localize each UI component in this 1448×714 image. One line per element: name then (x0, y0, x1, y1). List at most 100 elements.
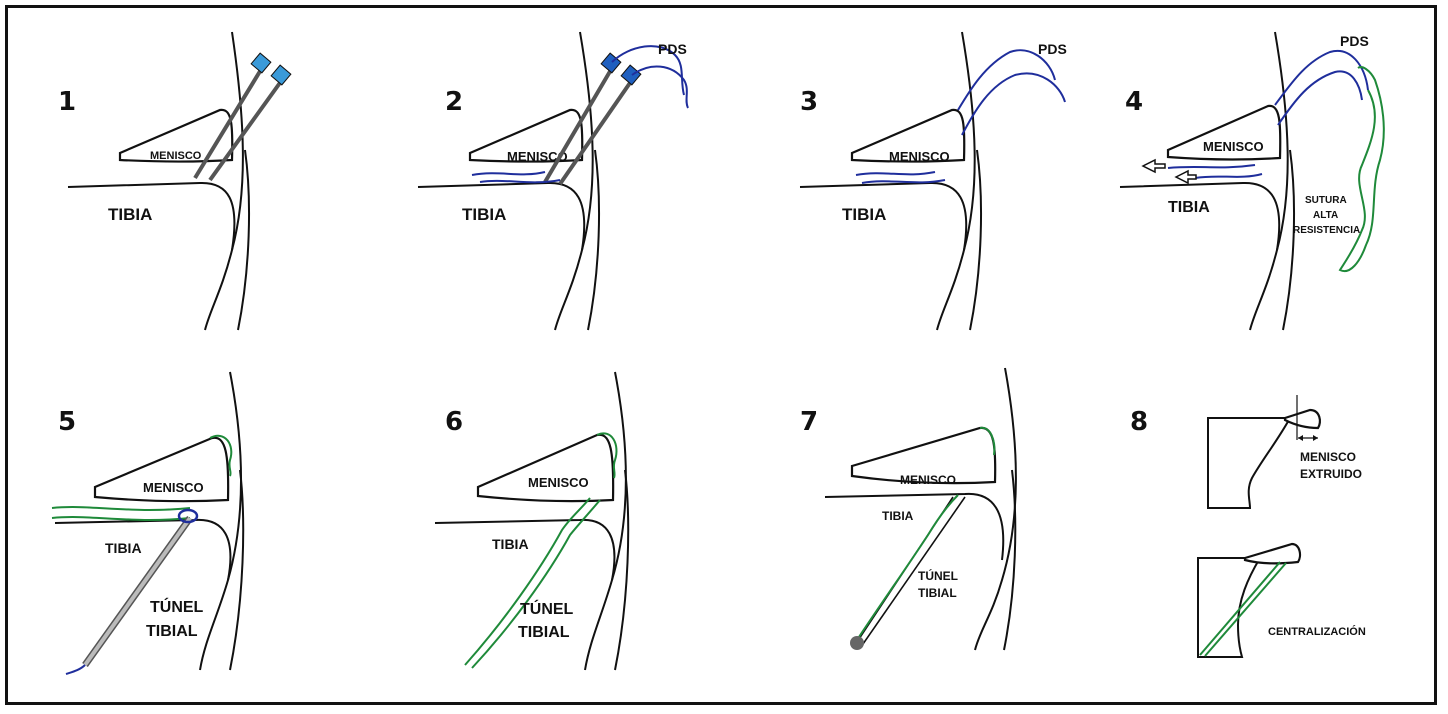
panel-3-meniscus (850, 108, 966, 163)
panel-4-pds-label: PDS (1340, 33, 1369, 49)
panel-2-needle-b (558, 78, 634, 186)
panel-1-needle-tip-b (270, 64, 292, 86)
panel-3-tibia-label: TIBIA (842, 205, 886, 224)
panel-5-femur-outline (199, 371, 242, 671)
panel-3-femur-inner (969, 149, 983, 331)
panel-7-green-suture (856, 494, 959, 641)
panel-6-femur-inner (614, 469, 630, 671)
panel-1-femur-outline (204, 31, 244, 331)
panel-4-pds-suture-c (1167, 164, 1256, 169)
panel-1-needle-a (193, 66, 264, 180)
panel-4-pds-suture-a (1274, 49, 1369, 106)
panel-7-tibia-label: TIBIA (882, 509, 914, 523)
panel-7-femur-outline (974, 367, 1017, 651)
panel-3-pds-label: PDS (1038, 41, 1067, 57)
panel-4-sutura-label-3: RESISTENCIA (1293, 225, 1360, 236)
panel-1-tibia-label: TIBIA (108, 205, 152, 224)
panel-4-number: 4 (1125, 87, 1143, 117)
panel-5-number: 5 (58, 407, 76, 437)
panel-7-tunnel-edge-b (862, 496, 966, 645)
panel-7-green-loop (979, 426, 996, 456)
panel-4-tibia-label: TIBIA (1168, 199, 1210, 216)
panel-8-centralized-meniscus (1243, 542, 1302, 565)
panel-8: 8 MENISCO EXTRUIDO CENTRALIZACIÓN (1130, 395, 1366, 658)
panel-5-green-suture-a (51, 506, 191, 511)
panel-5-femur-inner (229, 469, 245, 671)
panel-6-tunel-label-2: TIBIAL (518, 624, 570, 641)
panel-8-extruded-bone (1207, 417, 1292, 509)
panel-3-pds-suture-a (957, 49, 1056, 111)
panel-5-pds-tail (65, 664, 86, 675)
panel-1-meniscus (118, 108, 234, 163)
panel-4-tibia-plateau (1119, 181, 1281, 251)
panel-3-tibia-plateau (799, 181, 968, 251)
panel-5-tibia-label: TIBIA (105, 540, 142, 556)
panel-2-menisco-label: MENISCO (507, 149, 568, 164)
panel-2-pds-suture-c (471, 171, 546, 176)
panel-2-tibia-plateau (417, 181, 586, 251)
panel-4-sutura-label-1: SUTURA (1305, 195, 1347, 206)
panel-7-tibia-plateau (824, 492, 1005, 561)
panel-2-femur-inner (587, 149, 601, 331)
panel-2-femur-outline (554, 31, 594, 331)
panel-1-tibia-plateau (67, 181, 236, 251)
panel-8-centralized-bone (1197, 557, 1262, 658)
panel-2-needle-tip-b (620, 64, 642, 86)
panel-1-number: 1 (58, 87, 76, 117)
panel-6-femur-outline (584, 371, 627, 671)
panel-4: 4 MENISCO TIBIA SUTURA ALTA RESISTENCIA … (1119, 31, 1385, 331)
panel-5-tibial-tunnel-inner (83, 516, 192, 667)
panel-4-sutura-label-2: ALTA (1313, 210, 1338, 221)
panel-6-green-loop (596, 432, 618, 479)
panel-2-pds-label: PDS (658, 41, 687, 57)
panel-2-tibia-label: TIBIA (462, 205, 506, 224)
panel-7-femur-inner (1003, 469, 1017, 651)
panel-1-needle-tip-a (250, 52, 272, 74)
panel-7-tunel-label-1: TÚNEL (918, 568, 958, 583)
panel-5-tunel-label-1: TÚNEL (150, 597, 204, 616)
panel-6-tibia-plateau (434, 518, 616, 581)
panel-5-green-loop (209, 434, 233, 477)
panel-8-green-suture-b (1204, 562, 1287, 657)
panel-8-extrusion-arrowheads-icon (1298, 435, 1318, 441)
panel-4-high-resistance-suture (1338, 66, 1385, 273)
panel-7-tunel-label-2: TIBIAL (918, 586, 957, 600)
panel-3-menisco-label: MENISCO (889, 149, 950, 164)
panel-6-meniscus (476, 433, 615, 503)
panel-3-pds-suture-c (855, 171, 936, 176)
panel-1-femur-inner (237, 149, 251, 331)
panel-3: 3 MENISCO TIBIA PDS (799, 31, 1067, 331)
panel-3-femur-outline (936, 31, 976, 331)
panel-4-arrow-left-icon (1141, 158, 1166, 174)
panel-8-centralizacion-label: CENTRALIZACIÓN (1268, 625, 1366, 638)
panel-2-needle-a (543, 66, 614, 184)
panel-4-menisco-label: MENISCO (1203, 139, 1264, 154)
panel-4-meniscus (1166, 104, 1282, 161)
panel-2-meniscus (468, 108, 584, 163)
panel-5-menisco-label: MENISCO (143, 480, 204, 495)
panel-8-number: 8 (1130, 407, 1148, 437)
panel-4-femur-outline (1249, 31, 1289, 331)
panel-6-green-suture-b (471, 499, 601, 669)
panel-6-number: 6 (445, 407, 463, 437)
panel-3-pds-suture-d (861, 179, 946, 184)
panel-6-tibia-label: TIBIA (492, 536, 529, 552)
panel-5-tibia-plateau (54, 518, 232, 581)
panel-8-green-suture-a (1199, 561, 1281, 656)
panel-4-pds-suture-d (1194, 173, 1263, 179)
panel-5-meniscus (93, 436, 230, 503)
panel-2-number: 2 (445, 87, 463, 117)
panel-2-pds-suture-a (611, 45, 685, 96)
panel-8-extruded-meniscus (1283, 408, 1321, 430)
panel-7-number: 7 (800, 407, 818, 437)
panel-5-blue-loop (177, 508, 199, 524)
panel-2-pds-suture-d (479, 179, 561, 184)
panel-7-button-anchor (850, 636, 864, 650)
panel-6-tunel-label-1: TÚNEL (520, 599, 574, 618)
panel-6-menisco-label: MENISCO (528, 475, 589, 490)
panel-4-pds-suture-b (1277, 70, 1363, 126)
panel-3-number: 3 (800, 87, 818, 117)
panel-1: 1 MENISCO TIBIA (58, 31, 292, 331)
panel-8-extruido-label-1: MENISCO (1300, 450, 1356, 464)
